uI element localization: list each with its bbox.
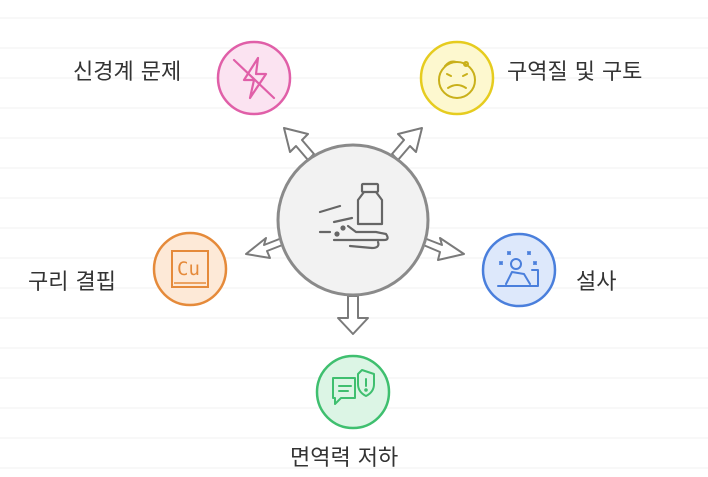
copper-symbol-text: Cu xyxy=(177,258,200,280)
lightning-off-icon xyxy=(232,56,276,100)
arrow-to-copper xyxy=(245,237,286,259)
center-node xyxy=(276,143,430,297)
nausea-node xyxy=(419,40,495,116)
nausea-label: 구역질 및 구토 xyxy=(507,60,643,85)
hand-pouring-bottle-icon xyxy=(318,182,389,250)
neuro-label: 신경계 문제 xyxy=(73,60,182,85)
copper-element-icon xyxy=(171,250,209,288)
diarrhea-label: 설사 xyxy=(576,270,617,295)
immunity-node xyxy=(315,354,391,430)
arrow-to-diarrhea xyxy=(420,237,465,261)
sick-face-icon xyxy=(438,60,476,99)
diarrhea-node xyxy=(481,232,557,308)
arrow-to-immunity xyxy=(337,295,369,335)
copper-node xyxy=(152,231,228,307)
copper-label: 구리 결핍 xyxy=(28,270,116,295)
arrow-to-nausea xyxy=(391,127,423,161)
arrow-to-neuro xyxy=(283,127,315,161)
immunity-label: 면역력 저하 xyxy=(290,446,399,471)
neuro-node xyxy=(216,40,292,116)
person-toilet-icon xyxy=(497,251,539,287)
shield-chat-icon xyxy=(332,369,375,405)
